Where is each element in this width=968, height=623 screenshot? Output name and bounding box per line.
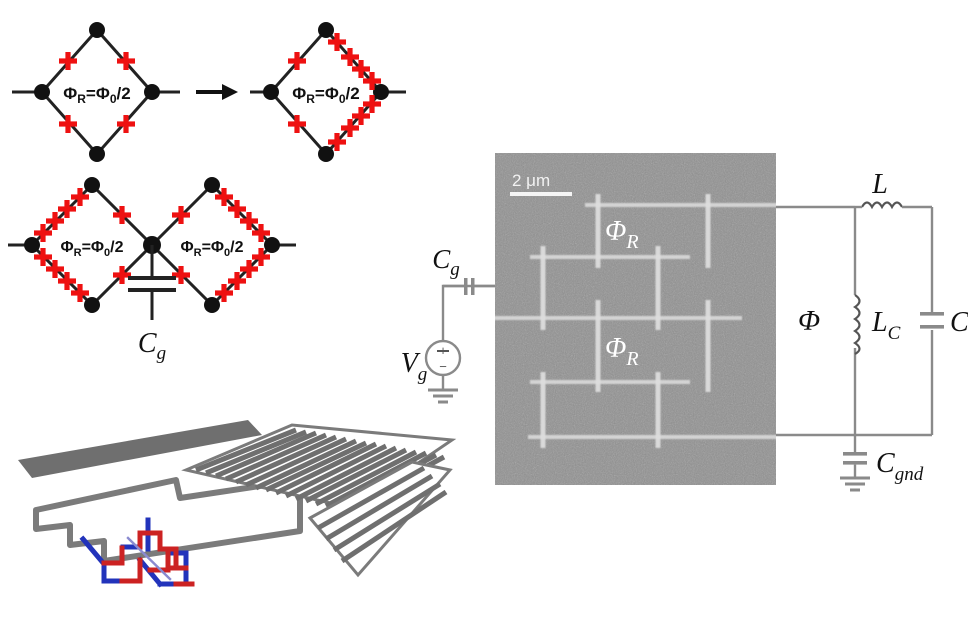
rhombi-pair: ΦR=Φ0/2 ΦR=Φ0/2 Cg <box>8 177 296 364</box>
circuit-flux-label: Φ <box>798 305 820 337</box>
panel-rhombi: ΦR=Φ0/2 <box>8 22 406 364</box>
node-left <box>24 237 40 253</box>
panel-chip <box>18 420 457 588</box>
node-bottom <box>318 146 334 162</box>
single-rhombus-1-junction: ΦR=Φ0/2 <box>12 22 180 162</box>
node-bottom <box>89 146 105 162</box>
node-right <box>144 84 160 100</box>
transformation-arrow <box>196 84 238 100</box>
source-plus: + <box>439 343 447 358</box>
voltage-source-symbol: + − <box>424 339 462 404</box>
rhombus-flux-label: ΦR=Φ0/2 <box>60 239 123 259</box>
node-left <box>34 84 50 100</box>
interdigitated-capacitor-fingers-top <box>181 423 457 514</box>
sem-flux-label: ΦR <box>605 333 639 370</box>
sem-structures <box>495 194 776 448</box>
node-top-left <box>84 177 100 193</box>
node-right <box>264 237 280 253</box>
substrate-outline <box>33 477 303 564</box>
panel-circuit <box>776 201 934 452</box>
node-right <box>373 84 389 100</box>
node-top <box>318 22 334 38</box>
source-minus: − <box>439 359 447 374</box>
inductor-L-coil <box>861 201 903 210</box>
scale-bar-label: 2 μm <box>512 171 550 190</box>
meander-squid-array <box>79 517 195 588</box>
gate-capacitor-circuit-label: Cg <box>432 244 460 280</box>
sem-flux-label: ΦR <box>605 216 639 253</box>
ground-plane-strip <box>18 420 262 478</box>
gate-capacitor-circuit <box>443 278 495 295</box>
inductor-Lc-label: LC <box>871 307 901 344</box>
single-rhombus-4-junctions: ΦR=Φ0/2 <box>250 22 406 162</box>
node-top <box>89 22 105 38</box>
rhombus-flux-label: ΦR=Φ0/2 <box>292 84 359 106</box>
rhombus-flux-label: ΦR=Φ0/2 <box>63 84 130 106</box>
panel-sem: 2 μm ΦR ΦR <box>495 153 776 485</box>
gate-capacitor-label: Cg <box>138 328 166 364</box>
node-bottom-right <box>204 297 220 313</box>
voltage-source-label: Vg <box>401 348 428 385</box>
node-bottom-left <box>84 297 100 313</box>
capacitor-C-label: C <box>950 307 968 338</box>
node-left <box>263 84 279 100</box>
capacitor-Cgnd-label: Cgnd <box>876 448 924 485</box>
capacitor-Cgnd-symbol <box>840 452 870 492</box>
node-top-right <box>204 177 220 193</box>
scale-bar-line <box>510 192 572 196</box>
gate-capacitor-symbol <box>128 245 176 320</box>
capacitor-C-symbol <box>920 312 944 329</box>
scale-bar: 2 μm <box>510 171 572 196</box>
inductor-Lc-coil <box>853 294 861 355</box>
rhombus-flux-label: ΦR=Φ0/2 <box>180 239 243 259</box>
inductor-L-label: L <box>871 169 888 200</box>
interdigitated-capacitor-fingers-bottom <box>307 460 453 578</box>
